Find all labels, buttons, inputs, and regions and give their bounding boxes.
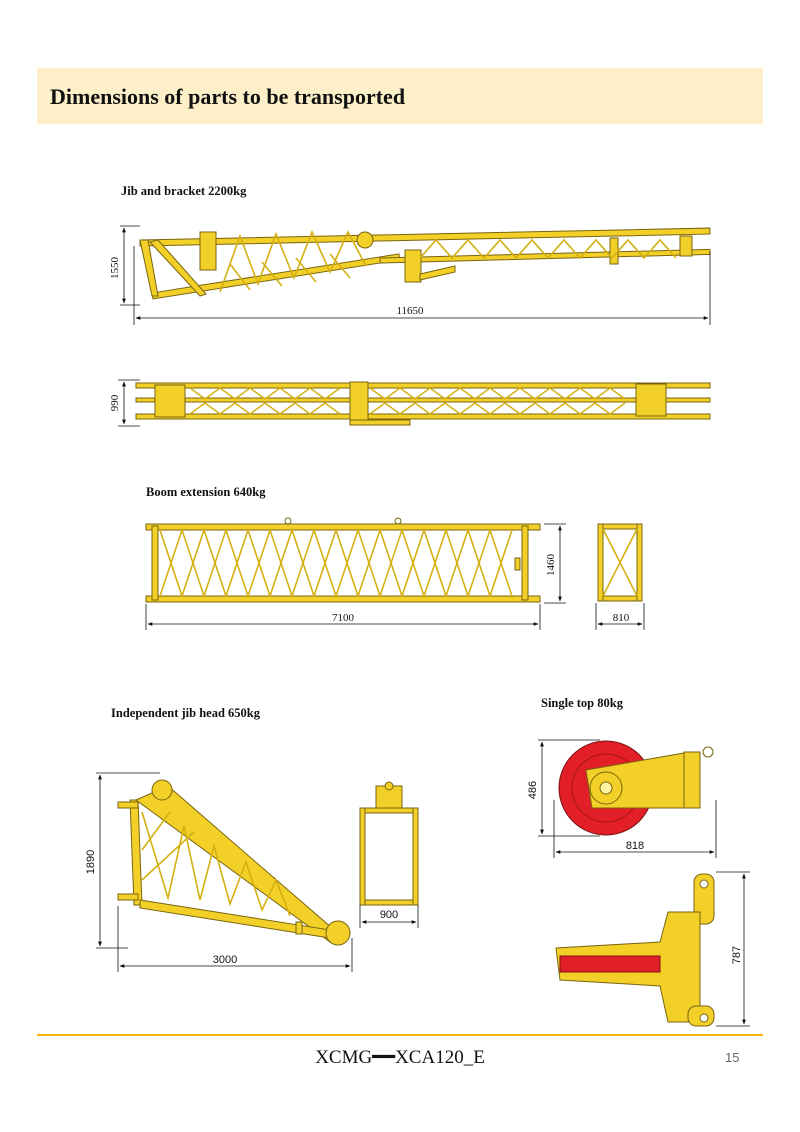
plan-sheave [559,955,661,973]
page-number: 15 [725,1050,740,1065]
jib-bracket-label: Jib and bracket 2200kg [121,184,247,198]
jib-top-view [135,381,711,426]
jib-length-dim: 11650 [396,305,424,317]
jib-head-lattice [141,811,291,917]
single-top-plan-length-dim: 787 [731,946,743,964]
boom-extension-end-view [597,523,643,602]
jib-head-width-dim: 900 [380,909,398,921]
page-title: Dimensions of parts to be transported [50,84,406,109]
single-top-length-dim: 818 [626,840,644,852]
boom-end-dimensions [595,603,645,630]
jib-side-lattice [219,229,677,293]
jib-side-view [139,227,711,300]
boom-extension-height-dim: 1460 [545,554,557,577]
jib-head-length-dim: 3000 [213,954,237,966]
boom-extension-width-dim: 810 [613,612,630,624]
single-top-label: Single top 80kg [541,696,623,710]
jib-head-height-dim: 1890 [85,850,97,874]
header-band [37,68,763,124]
jib-top-lattice [189,387,626,415]
jib-head-front-dimensions [359,905,419,928]
jib-top-dimensions [118,379,140,427]
boom-extension-length-dim: 7100 [332,612,355,624]
single-top-height-dim: 486 [527,781,539,799]
single-top-plan-view [555,873,715,1027]
independent-jib-head-label: Independent jib head 650kg [111,706,260,720]
footer-rule [37,1034,763,1036]
boom-extension-dimensions [145,523,566,630]
jib-side-height-dim: 1550 [109,257,121,280]
jib-head-front-view [359,781,419,906]
single-top-side-dimensions [538,739,717,858]
boom-extension-lattice [159,527,513,599]
jib-side-dimensions [120,225,711,325]
footer-brand: XCMG━━XCA120_E [315,1047,485,1068]
single-top-plan-dimensions [716,871,750,1027]
jib-head-side-dimensions [96,772,353,972]
boom-extension-side-view [145,517,541,603]
boom-extension-label: Boom extension 640kg [146,485,266,499]
jib-top-width-dim: 990 [109,394,121,411]
jib-head-side-view [117,779,351,946]
boom-end-cross-brace [602,528,638,597]
single-top-side-view [558,740,714,836]
